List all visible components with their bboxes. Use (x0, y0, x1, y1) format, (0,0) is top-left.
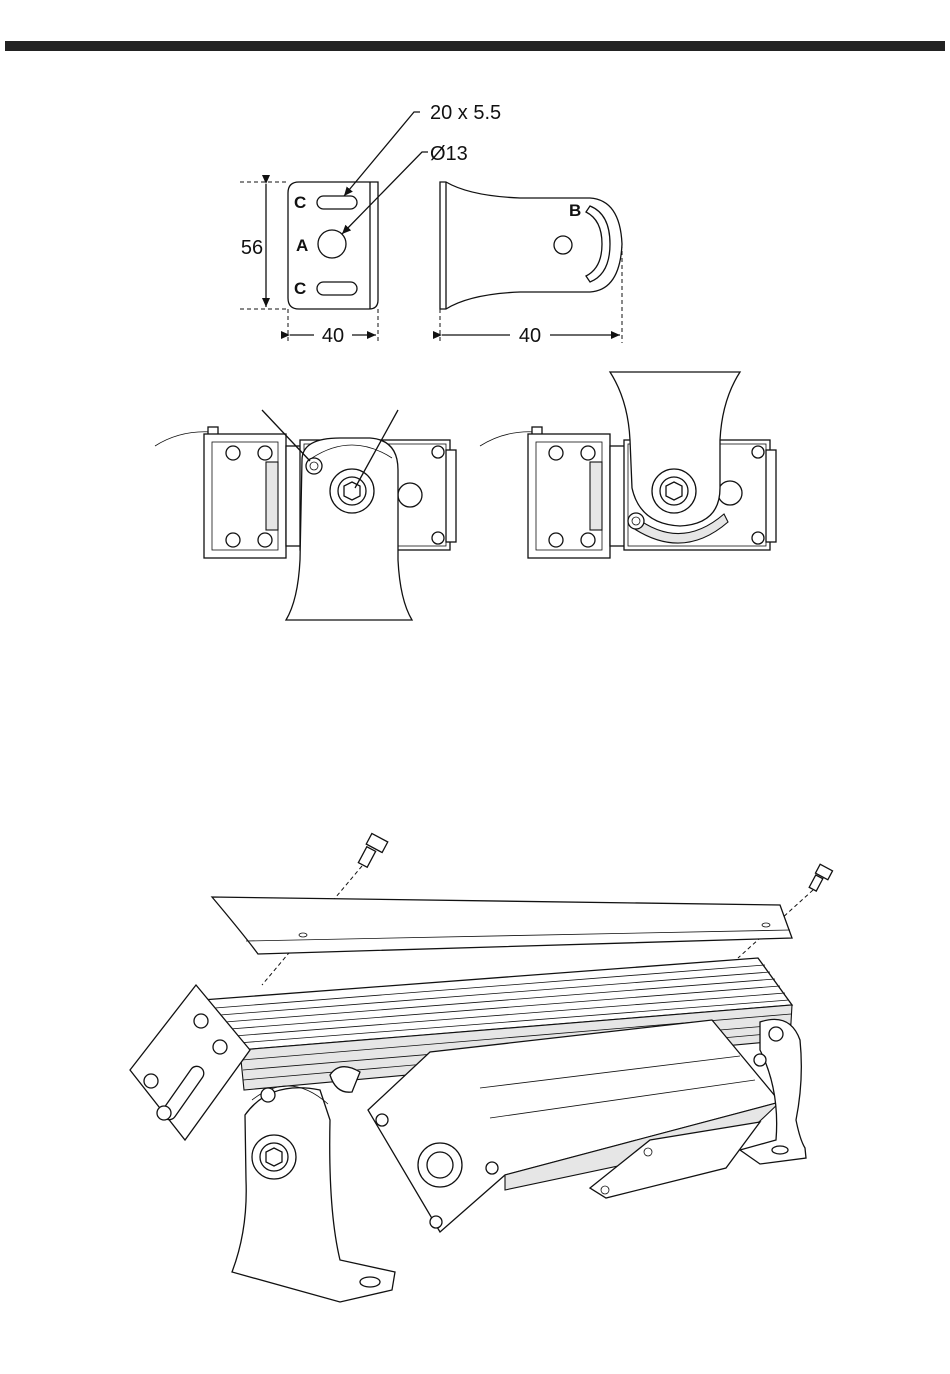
fixture-bracket-position-b (480, 372, 776, 558)
fixture-isometric-exploded (130, 833, 833, 1302)
fixture-bracket-position-a (155, 410, 456, 620)
hole-letter: A (296, 236, 308, 255)
screw-right (809, 864, 832, 891)
bracket-side-view (440, 182, 622, 343)
width-side-dim-label: 40 (519, 325, 541, 347)
slot-bottom-letter: C (294, 279, 306, 298)
header-bar (5, 41, 945, 51)
hole-diameter-label: Ø13 (430, 143, 468, 165)
screw-left (358, 833, 387, 867)
width-front-dim-label: 40 (322, 325, 344, 347)
arc-slot-letter: B (569, 201, 581, 220)
slot-size-label: 20 x 5.5 (430, 102, 501, 124)
height-dim-label: 56 (241, 237, 263, 259)
bracket-front-view (240, 112, 428, 343)
slot-top-letter: C (294, 193, 306, 212)
